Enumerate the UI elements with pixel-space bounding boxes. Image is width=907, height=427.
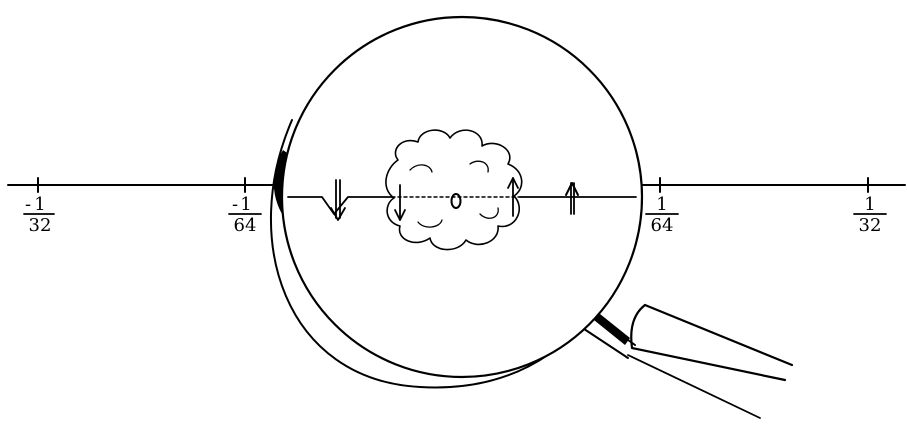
tick-label-denominator: 32 xyxy=(859,215,882,236)
tick-label-neg-1-32: - 1 32 xyxy=(24,194,54,236)
tick-label-neg-1-64: - 1 64 xyxy=(229,194,261,236)
tick-label-denominator: 32 xyxy=(29,215,52,236)
magnifier-handle xyxy=(575,305,792,418)
tick-label-1-64: 1 64 xyxy=(646,194,678,236)
tick-label-1-32: 1 32 xyxy=(854,194,886,236)
tick-label-denominator: 64 xyxy=(651,215,674,236)
tick-label-numerator: 1 xyxy=(240,194,251,215)
tick-label-numerator: 1 xyxy=(34,194,45,215)
tick-label-numerator: 1 xyxy=(656,194,667,215)
tick-label-sign: - xyxy=(25,194,31,215)
tick-label-sign: - xyxy=(232,194,238,215)
tick-label-denominator: 64 xyxy=(234,215,257,236)
tick-label-numerator: 1 xyxy=(864,194,875,215)
